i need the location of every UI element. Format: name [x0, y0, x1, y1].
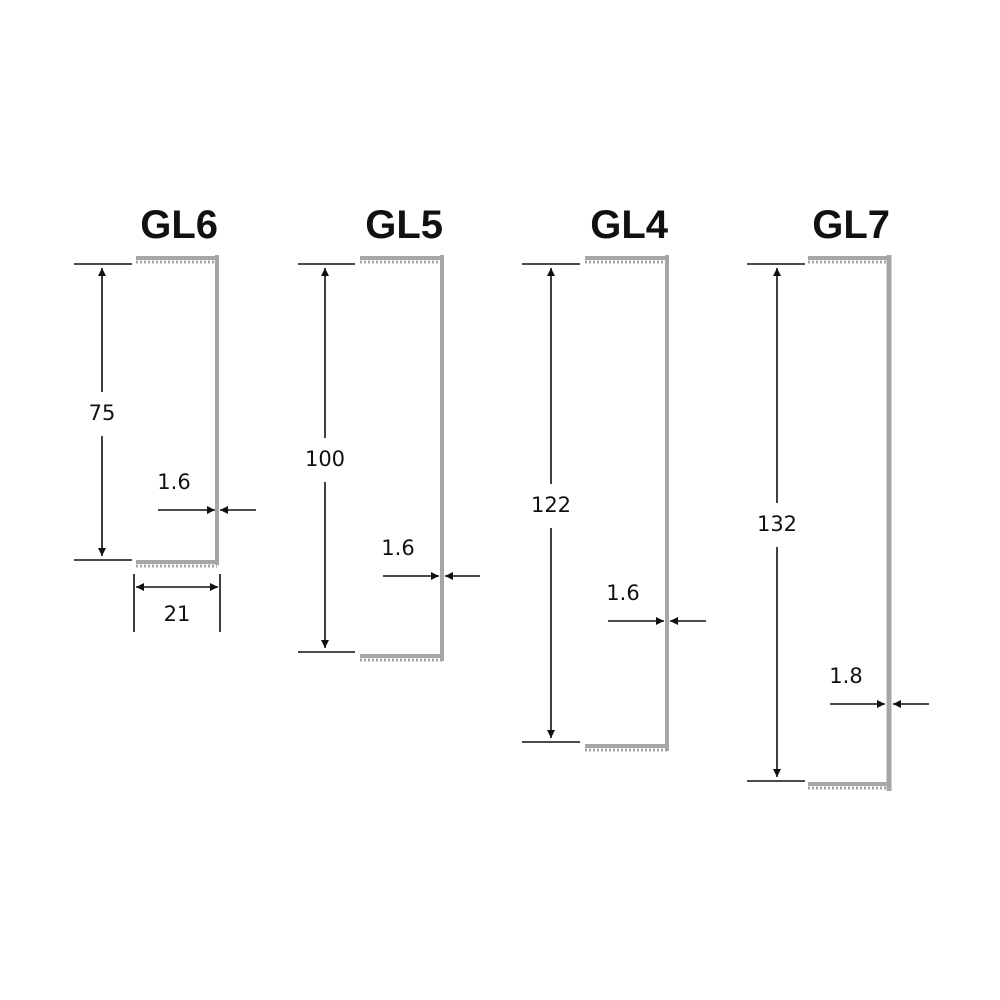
profile-title: GL4 — [590, 203, 669, 247]
thickness-label: 1.6 — [157, 470, 190, 494]
width-dimension: 21 — [133, 574, 221, 632]
profile-title: GL6 — [140, 203, 218, 247]
height-dimension: 132 — [747, 263, 805, 782]
thickness-label: 1.6 — [381, 536, 414, 560]
profile-gl6: GL6 75 1.6 21 — [74, 203, 256, 632]
profile-gl5: GL5 100 1.6 — [298, 203, 480, 662]
height-dimension: 100 — [298, 263, 355, 653]
profile-shape — [360, 255, 444, 662]
thickness-label: 1.6 — [606, 581, 639, 605]
width-label: 21 — [164, 602, 191, 626]
height-label: 132 — [757, 512, 797, 536]
thickness-dimension: 1.6 — [157, 470, 256, 514]
profile-shape — [808, 255, 892, 791]
profile-shape — [585, 255, 669, 752]
height-label: 100 — [305, 447, 345, 471]
thickness-dimension: 1.8 — [829, 664, 929, 708]
height-dimension: 122 — [522, 263, 580, 743]
thickness-label: 1.8 — [829, 664, 862, 688]
profile-title: GL5 — [365, 203, 443, 247]
height-label: 75 — [89, 401, 116, 425]
height-label: 122 — [531, 493, 571, 517]
profile-title: GL7 — [812, 203, 890, 247]
thickness-dimension: 1.6 — [381, 536, 480, 580]
height-dimension: 75 — [74, 263, 132, 561]
profile-gl4: GL4 122 1.6 — [522, 203, 706, 752]
profile-shape — [136, 255, 219, 568]
profile-gl7: GL7 132 1.8 — [747, 203, 929, 791]
thickness-dimension: 1.6 — [606, 581, 706, 625]
